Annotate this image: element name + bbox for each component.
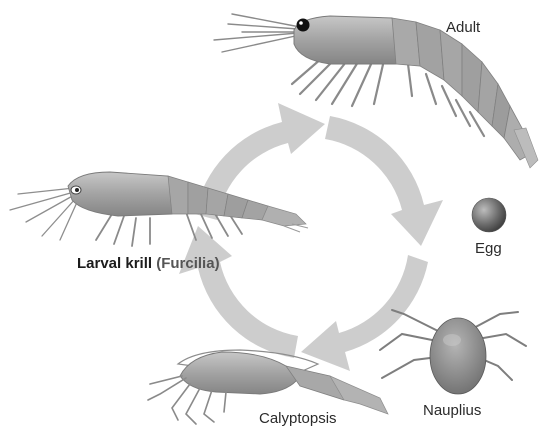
nauplius-icon bbox=[380, 310, 526, 394]
calyptopsis-label: Calyptopsis bbox=[259, 410, 337, 427]
arrow-adult-to-egg bbox=[325, 116, 443, 246]
arrow-calyptopsis-to-furcilia bbox=[179, 226, 298, 358]
nauplius-label: Nauplius bbox=[423, 402, 481, 419]
arrow-nauplius-to-calyptopsis bbox=[301, 255, 428, 371]
larval-krill-paren-text: (Furcilia) bbox=[156, 255, 219, 272]
adult-label: Adult bbox=[446, 19, 480, 36]
larval-krill-label: Larval krill (Furcilia) bbox=[77, 255, 220, 272]
furcilia-icon bbox=[10, 172, 308, 246]
egg-label: Egg bbox=[475, 240, 502, 257]
larval-krill-main-text: Larval krill bbox=[77, 255, 152, 272]
egg-icon bbox=[472, 198, 506, 232]
cycle-arrows-icon bbox=[179, 103, 443, 371]
